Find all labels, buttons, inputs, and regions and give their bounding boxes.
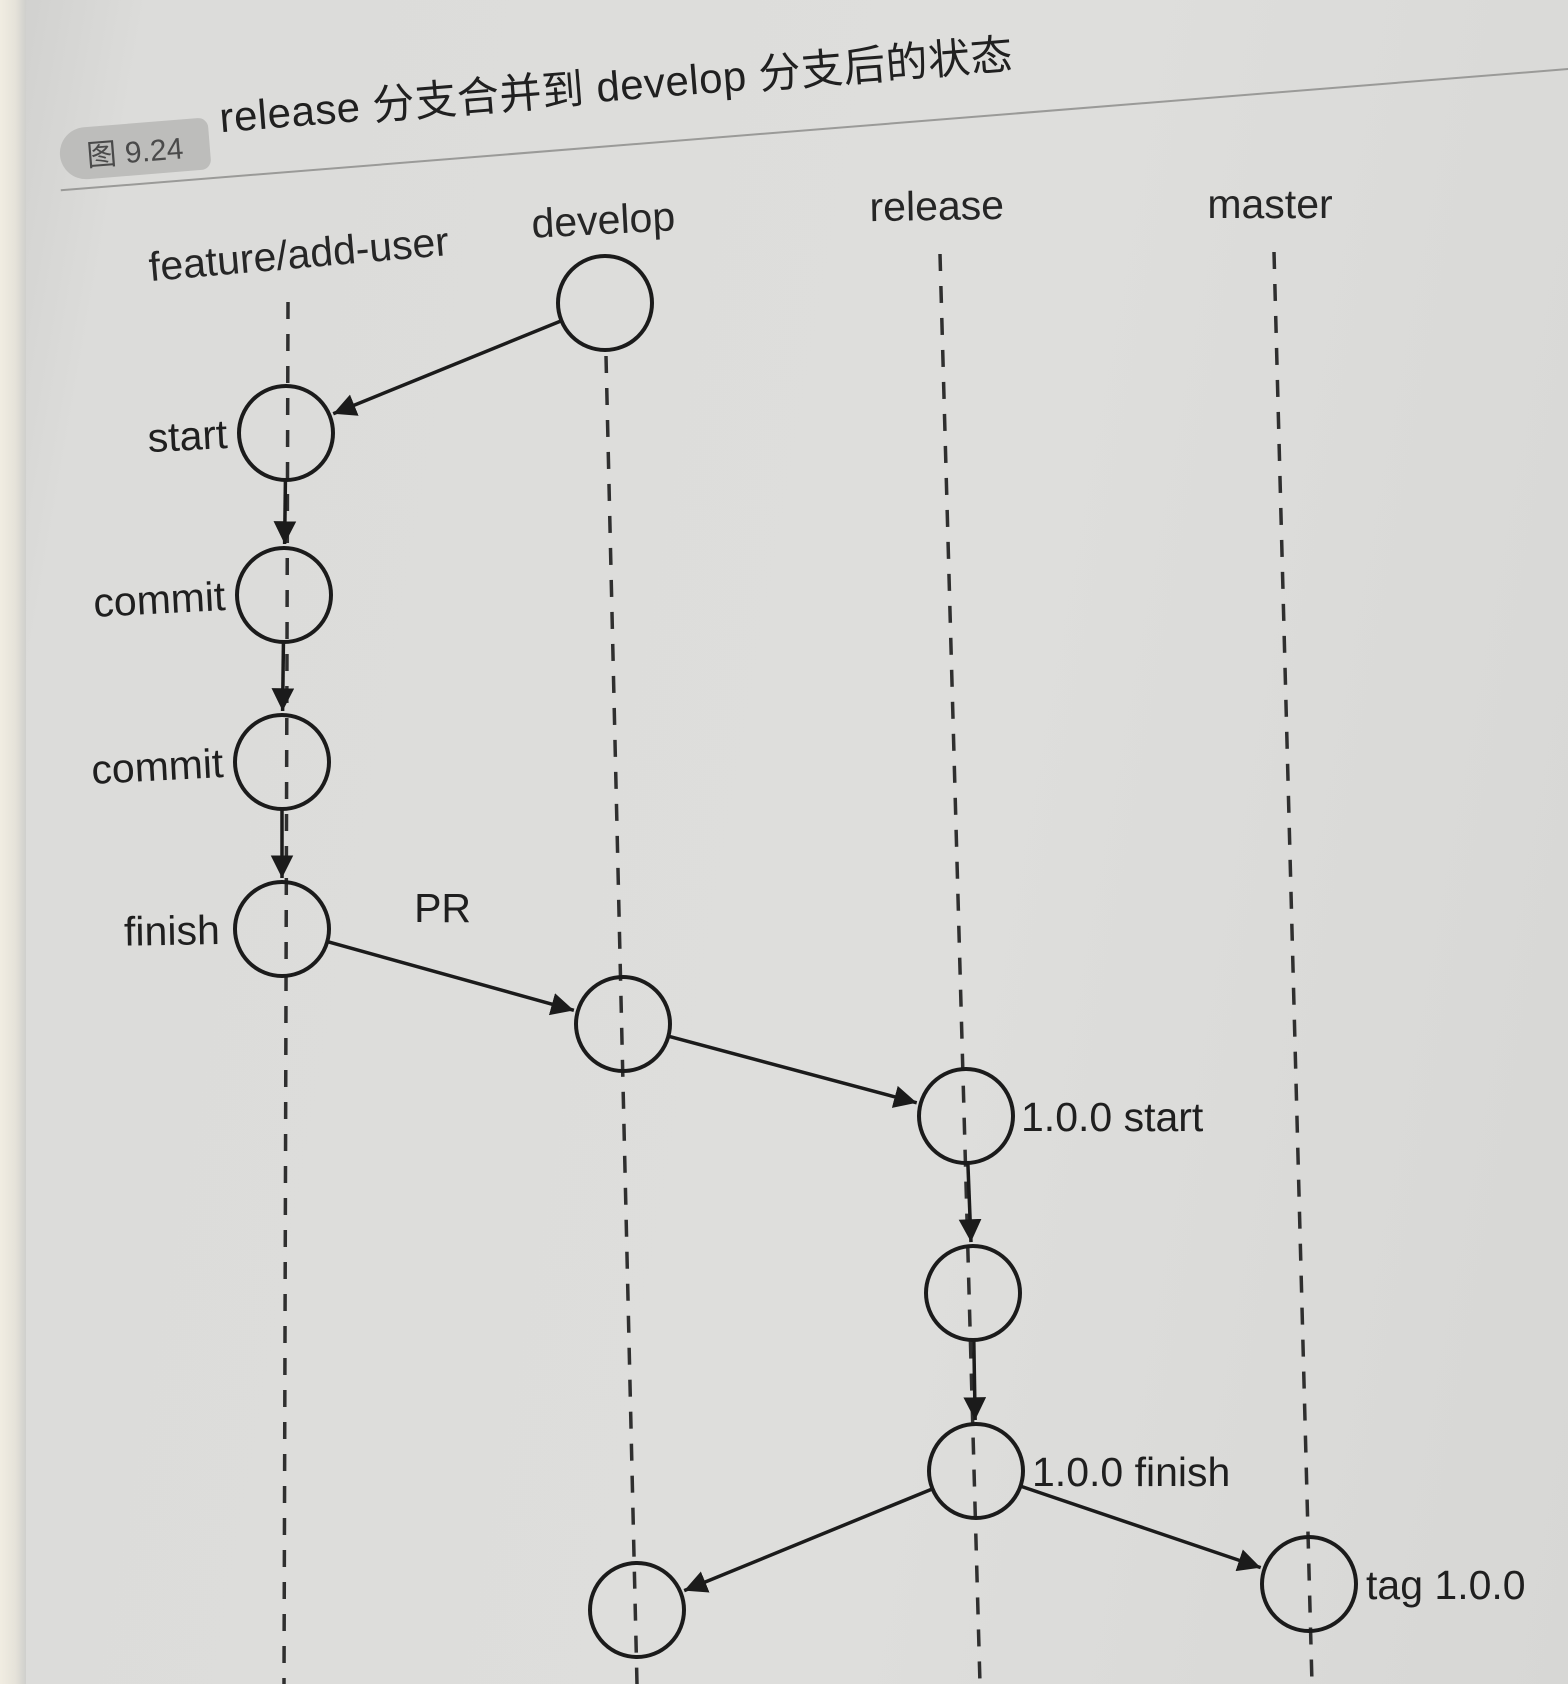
commit-node-f1 — [237, 384, 335, 482]
edge-d1-r1 — [667, 1034, 918, 1108]
edge-label-f4-d1: PR — [414, 885, 471, 931]
node-label-m1: tag 1.0.0 — [1366, 1562, 1526, 1608]
commit-node-m1 — [1260, 1535, 1358, 1633]
lane-line-release — [938, 253, 982, 1684]
lane-label-develop: develop — [530, 193, 676, 246]
commit-node-f4 — [233, 880, 331, 978]
node-label-f1: start — [146, 411, 229, 461]
node-label-f3: commit — [90, 740, 225, 793]
edge-f4-d1 — [326, 939, 575, 1016]
commit-node-d0 — [556, 254, 654, 352]
lane-line-develop — [604, 355, 639, 1684]
edge-d0-f1 — [332, 319, 563, 416]
node-label-r1: 1.0.0 start — [1021, 1094, 1204, 1140]
page-left-edge — [0, 0, 26, 1684]
commit-node-d1 — [574, 975, 672, 1073]
edge-r3-d2 — [683, 1487, 934, 1593]
commit-node-f2 — [235, 546, 333, 644]
commit-node-r2 — [924, 1244, 1022, 1342]
nodes-layer: start commit commit finish 1.0.0 start 1.0.0 … — [90, 254, 1526, 1659]
edge-r3-m1 — [1019, 1484, 1262, 1572]
lane-label-feature: feature/add-user — [147, 218, 451, 290]
edge-r2-r3 — [963, 1339, 987, 1421]
edge-f2-f3 — [271, 641, 295, 712]
edge-f1-f2 — [273, 479, 297, 545]
node-label-f2: commit — [92, 573, 227, 626]
lane-label-release: release — [869, 182, 1004, 230]
commit-node-f3 — [233, 713, 331, 811]
node-label-r3: 1.0.0 finish — [1032, 1449, 1230, 1495]
commit-node-r1 — [917, 1067, 1015, 1165]
lane-line-master — [1272, 251, 1314, 1684]
lane-label-master: master — [1207, 181, 1332, 227]
commit-node-d2 — [588, 1561, 686, 1659]
edges-layer: PR — [270, 319, 1262, 1593]
edge-r1-r2 — [958, 1162, 982, 1243]
commit-node-r3 — [927, 1422, 1025, 1520]
node-label-f4: finish — [124, 907, 221, 955]
